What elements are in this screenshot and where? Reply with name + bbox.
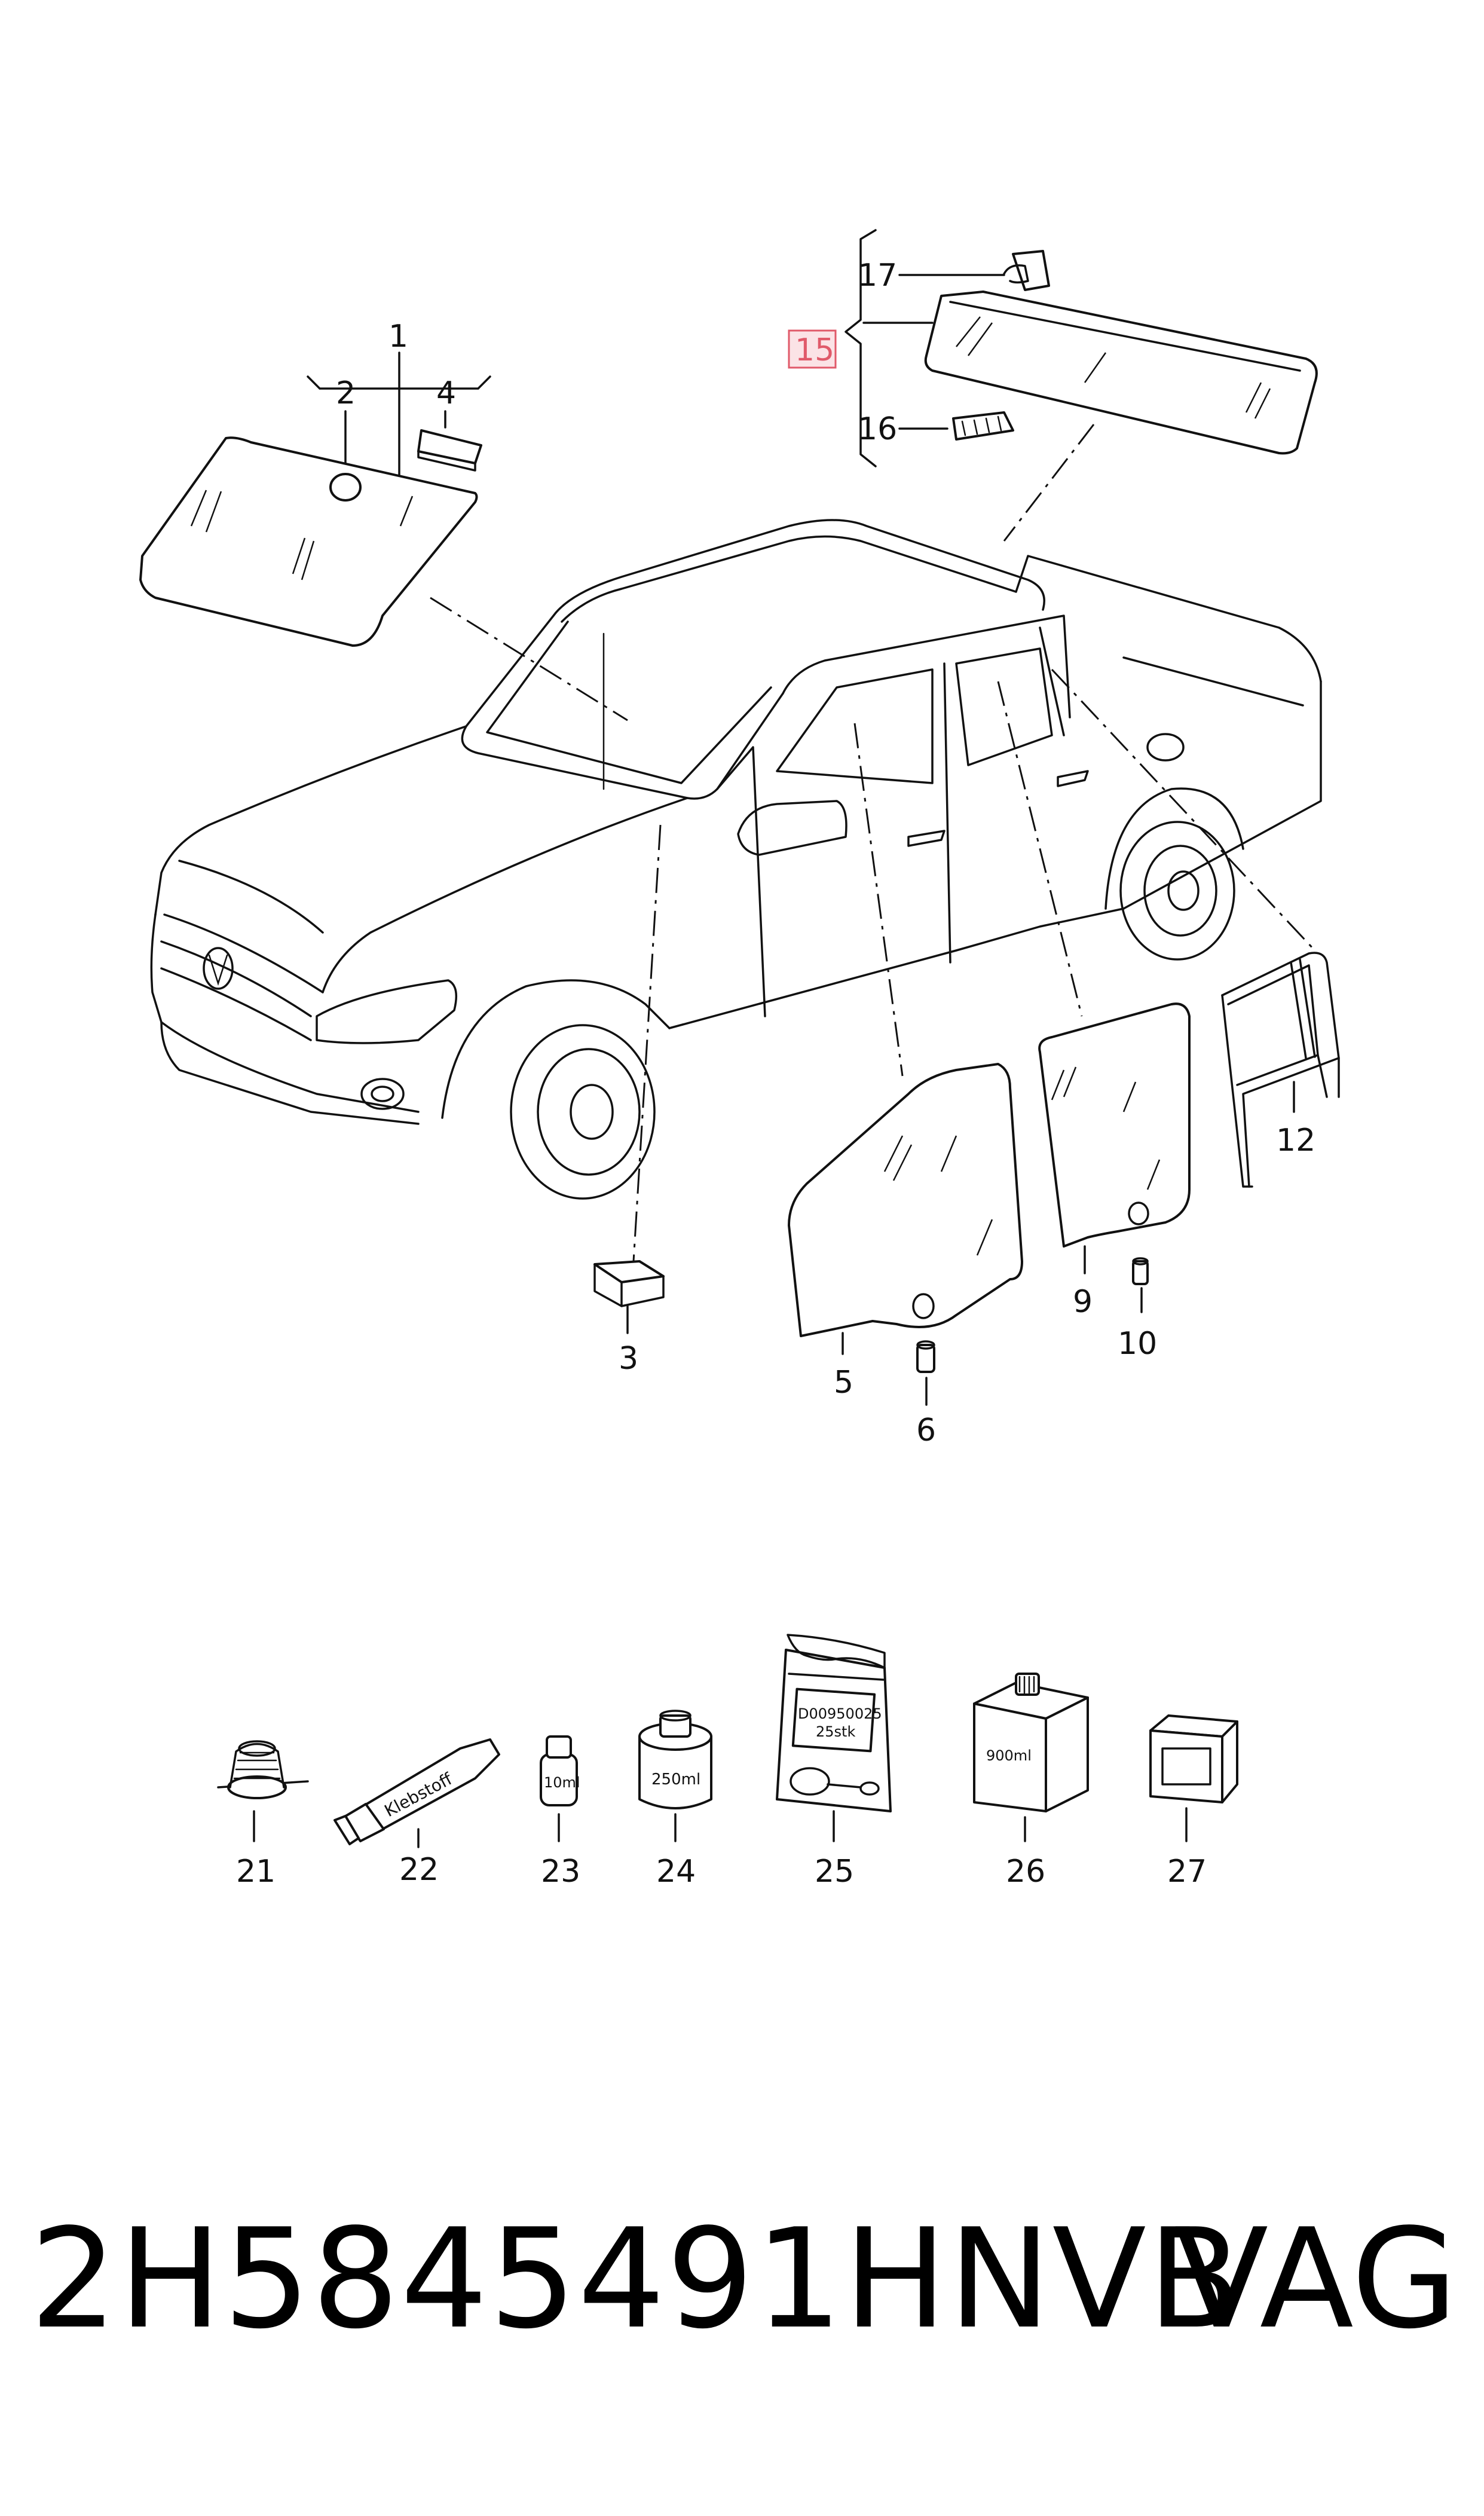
part-9-rear-door-glass: 9 10 — [1038, 1002, 1191, 1362]
callout-12: 12 — [1276, 1123, 1315, 1158]
part-5-front-door-glass: 5 6 — [788, 1063, 1023, 1448]
part-22-adhesive-tube: Klebstoff 22 — [333, 1738, 500, 1888]
rear-window-glass — [924, 291, 1318, 455]
callout-21: 21 — [236, 1854, 276, 1890]
bag-25-label-2: 25stk — [816, 1723, 855, 1740]
callout-2: 2 — [336, 375, 356, 411]
part-25-parts-bag: D00950025 25stk 25 — [776, 1634, 892, 1890]
pickup-truck — [150, 519, 1322, 1262]
part-21-sealing-tape: 21 — [217, 1740, 309, 1890]
bottle-23-label: 10ml — [544, 1774, 580, 1791]
callout-15-highlight[interactable] — [788, 329, 837, 369]
part-23-bottle-10ml: 10ml 23 — [540, 1735, 580, 1890]
windscreen-group: 1 2 4 — [139, 319, 628, 722]
callout-4: 4 — [436, 375, 456, 411]
seal-16 — [952, 411, 1014, 441]
part-3-clip: 3 — [593, 1260, 665, 1377]
part-12-quarter-window: 12 — [1221, 952, 1340, 1188]
callout-22: 22 — [399, 1852, 439, 1888]
callout-25: 25 — [815, 1854, 854, 1890]
clip-17 — [1003, 250, 1050, 291]
callout-26: 26 — [1006, 1854, 1045, 1890]
part-26-canister-900ml: 900ml 26 — [973, 1673, 1089, 1890]
brand-name: VAG — [1174, 2200, 1458, 2359]
callout-16: 16 — [858, 411, 897, 447]
part-6-guide — [916, 1340, 935, 1373]
callout-15[interactable]: 15 — [795, 332, 834, 368]
part-10-guide — [1132, 1257, 1149, 1285]
callout-6: 6 — [916, 1413, 936, 1448]
canister-26-label: 900ml — [986, 1747, 1032, 1764]
rain-sensor-pad — [417, 429, 482, 472]
part-24-can-250ml: 250ml 24 — [638, 1710, 712, 1890]
callout-5: 5 — [834, 1365, 853, 1401]
bag-25-label-1: D00950025 — [798, 1705, 882, 1722]
callout-10: 10 — [1118, 1326, 1157, 1362]
callout-3: 3 — [619, 1341, 638, 1377]
callout-23: 23 — [541, 1854, 580, 1890]
callout-1: 1 — [388, 319, 408, 354]
callout-27: 27 — [1167, 1854, 1207, 1890]
callout-24: 24 — [656, 1854, 696, 1890]
callout-17: 17 — [858, 258, 897, 294]
can-24-label: 250ml — [651, 1771, 700, 1789]
windscreen-glass — [139, 436, 478, 647]
rear-window-group: 15 17 16 — [788, 229, 1318, 542]
callout-9: 9 — [1073, 1284, 1093, 1320]
part-27-box: 27 — [1149, 1714, 1238, 1890]
part-number: 2H5845491HNVB — [30, 2200, 1243, 2359]
sensor-window — [329, 473, 362, 502]
